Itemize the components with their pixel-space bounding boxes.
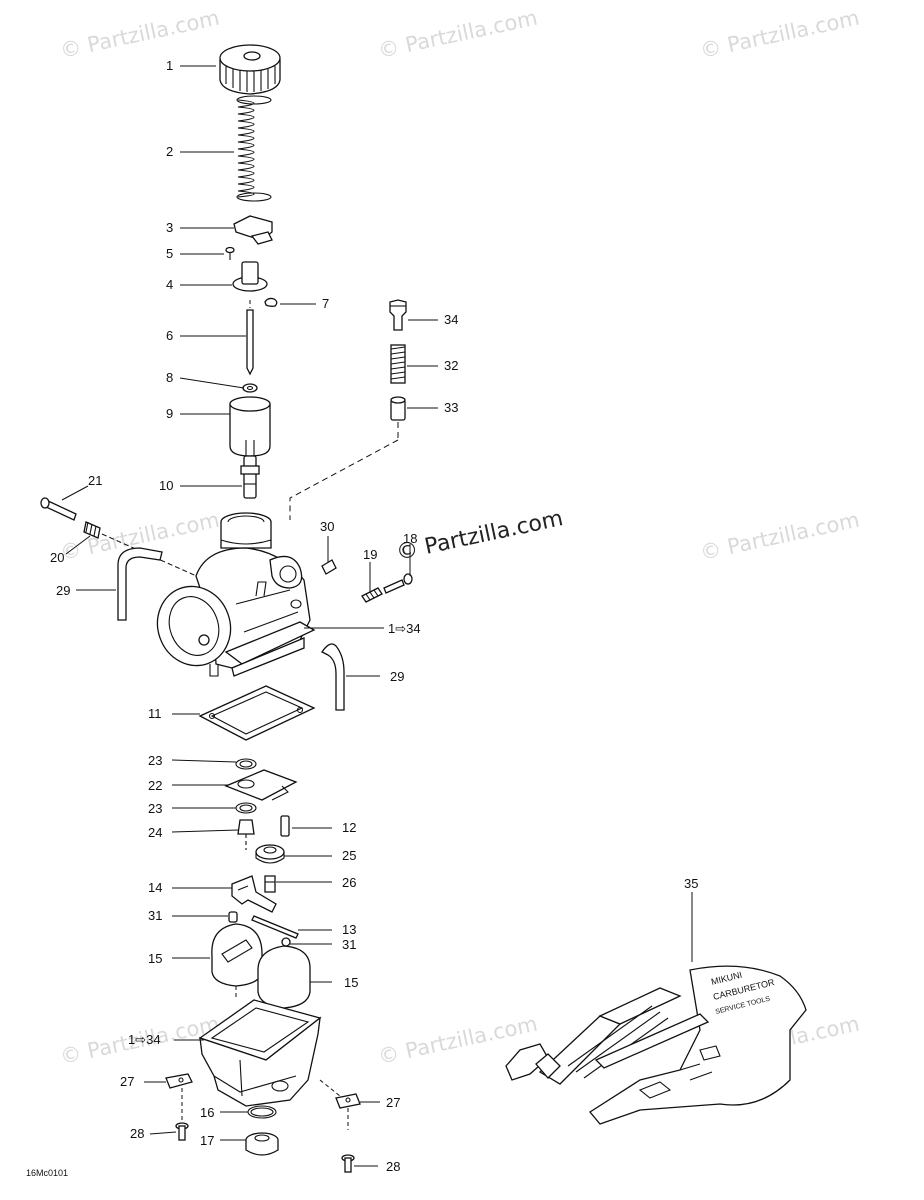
callout-28: 28 <box>130 1126 144 1141</box>
part-23-o-ring-upper <box>235 758 257 770</box>
callout-25: 25 <box>342 848 356 863</box>
part-13-float-pin <box>251 915 299 939</box>
callout-29: 29 <box>56 583 70 598</box>
part-23-o-ring-lower <box>235 802 257 814</box>
part-7-e-clip <box>264 297 278 307</box>
part-28-screw-left <box>175 1122 189 1141</box>
callout-4: 4 <box>166 277 173 292</box>
drawing-code: 16Mc0101 <box>26 1168 68 1178</box>
part-24-needle-jet-holder <box>237 819 255 850</box>
part-15-float-left <box>211 923 263 987</box>
callout-22: 22 <box>148 778 162 793</box>
part-29-vent-tube-left <box>117 547 163 621</box>
callout-28: 28 <box>386 1159 400 1174</box>
part-19-spring <box>361 587 383 603</box>
leader-dashed <box>289 439 399 520</box>
watermark-text: © Partzilla.com <box>376 6 540 63</box>
part-31-float-pin-cap <box>228 911 238 923</box>
part-2-spring <box>236 95 272 202</box>
watermarks: © Partzilla.com © Partzilla.com © Partzi… <box>58 6 862 1069</box>
callout-12: 12 <box>342 820 356 835</box>
leader-lines <box>61 65 693 1167</box>
callout-31: 31 <box>148 908 162 923</box>
callout-23: 23 <box>148 801 162 816</box>
callout-27: 27 <box>120 1074 134 1089</box>
watermark-center: © Partzilla.com <box>394 506 565 566</box>
part-16-o-ring <box>247 1105 277 1119</box>
part-27-clamp-right <box>335 1093 361 1109</box>
callout-16: 16 <box>200 1105 214 1120</box>
callout-3: 3 <box>166 220 173 235</box>
part-18-idle-screw <box>383 573 413 594</box>
callout-23: 23 <box>148 753 162 768</box>
watermark-text: © Partzilla.com <box>698 508 862 565</box>
part-28-screw-right <box>341 1154 355 1173</box>
part-12-pilot-jet <box>280 815 290 837</box>
callout-32: 32 <box>444 358 458 373</box>
callout-26: 26 <box>342 875 356 890</box>
callout-8: 8 <box>166 370 173 385</box>
callout-24: 24 <box>148 825 162 840</box>
part-27-clamp-left <box>165 1073 193 1089</box>
callout-11: 11 <box>148 706 162 721</box>
callout-13: 13 <box>342 922 356 937</box>
callout-35: 35 <box>684 876 698 891</box>
callout-6: 6 <box>166 328 173 343</box>
watermark-text: © Partzilla.com <box>698 6 862 63</box>
part-20-spring <box>83 521 101 539</box>
part-3-plate <box>233 215 273 245</box>
callout-19: 19 <box>363 547 377 562</box>
part-29-vent-tube-right <box>321 643 345 711</box>
part-34-cable-fitting <box>389 299 407 331</box>
part-26-main-jet <box>264 875 276 893</box>
watermark-text: © Partzilla.com <box>58 6 222 63</box>
float-bowl <box>198 999 322 1107</box>
callout-27: 27 <box>386 1095 400 1110</box>
part-30-drain-screw <box>321 559 337 575</box>
callout-ref-1-34: 1⇨34 <box>128 1032 161 1047</box>
part-21-pilot-screw <box>40 497 77 521</box>
callout-7: 7 <box>322 296 329 311</box>
part-6-jet-needle <box>246 309 254 376</box>
part-22-baffle-plate <box>224 769 298 801</box>
part-11-float-chamber-gasket <box>198 685 316 741</box>
part-35-tool-kit: MIKUNI CARBURETOR SERVICE TOOLS <box>505 965 807 1125</box>
callout-33: 33 <box>444 400 458 415</box>
callout-15: 15 <box>148 951 162 966</box>
part-33-adjuster-nut <box>390 396 406 421</box>
callout-30: 30 <box>320 519 334 534</box>
part-10-needle-jet <box>240 455 260 499</box>
callout-9: 9 <box>166 406 173 421</box>
part-5-screw <box>225 246 235 260</box>
callout-31: 31 <box>342 937 356 952</box>
callout-10: 10 <box>159 478 173 493</box>
callout-14: 14 <box>148 880 162 895</box>
leader-dashed <box>319 1079 341 1097</box>
callouts: 1 2 3 5 4 7 6 8 9 10 34 32 33 21 20 29 3… <box>50 58 698 1174</box>
callout-34: 34 <box>444 312 458 327</box>
callout-18: 18 <box>403 531 417 546</box>
part-1-top-cap <box>219 44 281 95</box>
callout-5: 5 <box>166 246 173 261</box>
part-8-washer <box>242 383 258 393</box>
part-14-float-arm <box>231 875 277 913</box>
callout-2: 2 <box>166 144 173 159</box>
callout-17: 17 <box>200 1133 214 1148</box>
part-17-drain-plug <box>245 1132 279 1156</box>
part-15-float-right <box>257 945 311 1009</box>
part-9-throttle-valve <box>229 396 271 457</box>
callout-ref-1-34: 1⇨34 <box>388 621 421 636</box>
callout-1: 1 <box>166 58 173 73</box>
part-31-float-pin-cap <box>281 937 291 947</box>
part-25-seat <box>255 844 285 864</box>
callout-29: 29 <box>390 669 404 684</box>
part-32-adjuster-screw <box>390 344 406 384</box>
callout-20: 20 <box>50 550 64 565</box>
part-4-needle-clip-holder <box>232 261 268 292</box>
carburetor-body <box>156 512 316 677</box>
callout-21: 21 <box>88 473 102 488</box>
callout-15: 15 <box>344 975 358 990</box>
